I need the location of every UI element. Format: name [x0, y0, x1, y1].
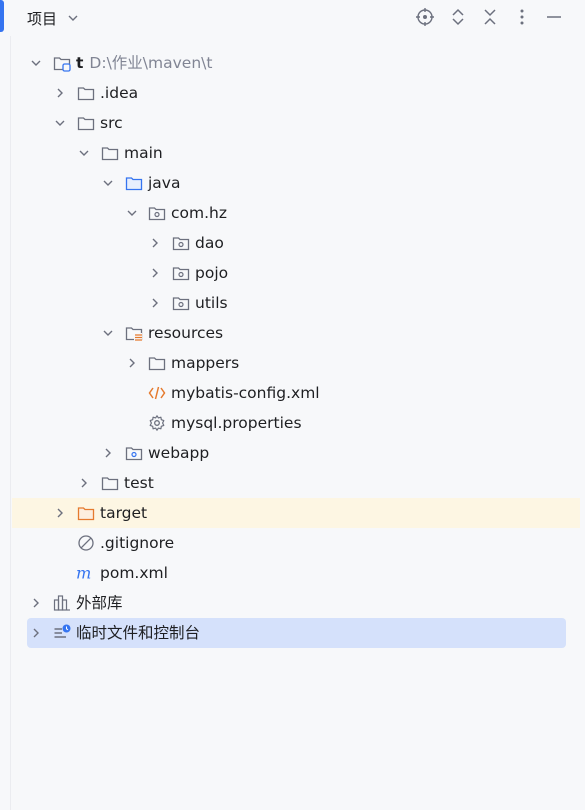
tree-node-external-libraries[interactable]: 外部库 — [0, 588, 585, 618]
chevron-right-icon[interactable] — [29, 626, 43, 640]
tree-node-label: target — [100, 504, 148, 522]
tree-node-label: utils — [195, 294, 228, 312]
tree-node-label: .idea — [100, 84, 139, 102]
project-header: 项目 — [0, 0, 585, 36]
tree-node-webapp[interactable]: webapp — [0, 438, 585, 468]
web-folder-icon — [125, 447, 143, 461]
tree-node-label: dao — [195, 234, 224, 252]
tree-node-label: mybatis-config.xml — [171, 384, 320, 402]
tree-node-target[interactable]: target — [12, 498, 580, 528]
folder-icon — [101, 477, 119, 491]
tree-node-mappers[interactable]: mappers — [0, 348, 585, 378]
tree-node-gitignore[interactable]: .gitignore — [0, 528, 585, 558]
tree-node-src[interactable]: src — [0, 108, 585, 138]
excluded-folder-icon — [77, 507, 95, 521]
tree-node-label: java — [148, 174, 181, 192]
chevron-down-icon[interactable] — [101, 326, 115, 340]
chevron-down-icon[interactable] — [125, 206, 139, 220]
xml-file-icon — [148, 386, 166, 400]
tree-node-label: main — [124, 144, 163, 162]
minimize-icon[interactable] — [543, 6, 565, 28]
more-icon[interactable] — [511, 6, 533, 28]
root-module-path: D:\作业\maven\t — [89, 54, 213, 72]
expand-all-icon[interactable] — [447, 6, 469, 28]
resources-folder-icon — [125, 327, 143, 341]
chevron-right-icon[interactable] — [125, 356, 139, 370]
folder-icon — [77, 87, 95, 101]
tree-node-label: webapp — [148, 444, 210, 462]
tree-node-mybatis-config[interactable]: mybatis-config.xml — [0, 378, 585, 408]
locate-icon[interactable] — [414, 6, 436, 28]
chevron-down-icon[interactable] — [53, 116, 67, 130]
tree-node-pom[interactable]: m pom.xml — [0, 558, 585, 588]
chevron-down-icon[interactable] — [66, 12, 80, 24]
tree-node-com-hz[interactable]: com.hz — [0, 198, 585, 228]
tree-node-scratches[interactable]: 临时文件和控制台 — [27, 618, 566, 648]
svg-text:m: m — [76, 564, 91, 582]
tree-node-main[interactable]: main — [0, 138, 585, 168]
tree-node-label: 外部库 — [76, 594, 123, 612]
tree-node-label: resources — [148, 324, 224, 342]
chevron-down-icon[interactable] — [101, 176, 115, 190]
chevron-right-icon[interactable] — [53, 506, 67, 520]
tree-node-mysql-properties[interactable]: mysql.properties — [0, 408, 585, 438]
panel-left-border — [10, 36, 11, 810]
package-icon — [172, 297, 190, 311]
collapse-all-icon[interactable] — [479, 6, 501, 28]
tree-node-label: mysql.properties — [171, 414, 302, 432]
maven-icon: m — [76, 564, 91, 582]
tree-node-dao[interactable]: dao — [0, 228, 585, 258]
chevron-right-icon[interactable] — [77, 476, 91, 490]
tree-node-utils[interactable]: utils — [0, 288, 585, 318]
folder-icon — [101, 147, 119, 161]
tree-node-label: pom.xml — [100, 564, 168, 582]
tree-node-test[interactable]: test — [0, 468, 585, 498]
chevron-right-icon[interactable] — [148, 236, 162, 250]
tree-node-java[interactable]: java — [0, 168, 585, 198]
folder-icon — [77, 117, 95, 131]
tree-node-label: 临时文件和控制台 — [76, 624, 201, 642]
library-icon — [53, 595, 70, 611]
project-view-title[interactable]: 项目 — [27, 10, 58, 28]
chevron-down-icon[interactable] — [29, 56, 43, 70]
chevron-down-icon[interactable] — [77, 146, 91, 160]
package-icon — [172, 267, 190, 281]
tree-node-label: test — [124, 474, 154, 492]
module-folder-icon — [53, 57, 71, 72]
tree-node-root[interactable]: t D:\作业\maven\t — [0, 48, 585, 78]
chevron-right-icon[interactable] — [29, 596, 43, 610]
gear-icon — [149, 415, 165, 431]
package-icon — [148, 207, 166, 221]
tree-node-resources[interactable]: resources — [0, 318, 585, 348]
package-icon — [172, 237, 190, 251]
chevron-right-icon[interactable] — [101, 446, 115, 460]
chevron-right-icon[interactable] — [148, 296, 162, 310]
tree-node-label: mappers — [171, 354, 240, 372]
tree-node-label: src — [100, 114, 123, 132]
scratches-icon — [54, 624, 71, 638]
tree-node-idea[interactable]: .idea — [0, 78, 585, 108]
source-root-folder-icon — [125, 177, 143, 191]
active-tool-window-indicator — [0, 0, 4, 32]
tree-node-label: com.hz — [171, 204, 227, 222]
chevron-right-icon[interactable] — [148, 266, 162, 280]
tree-node-pojo[interactable]: pojo — [0, 258, 585, 288]
tree-node-label: .gitignore — [100, 534, 175, 552]
chevron-right-icon[interactable] — [53, 86, 67, 100]
folder-icon — [148, 357, 166, 371]
root-module-name: t — [76, 54, 84, 72]
tree-node-label: pojo — [195, 264, 229, 282]
ignore-file-icon — [78, 535, 94, 551]
